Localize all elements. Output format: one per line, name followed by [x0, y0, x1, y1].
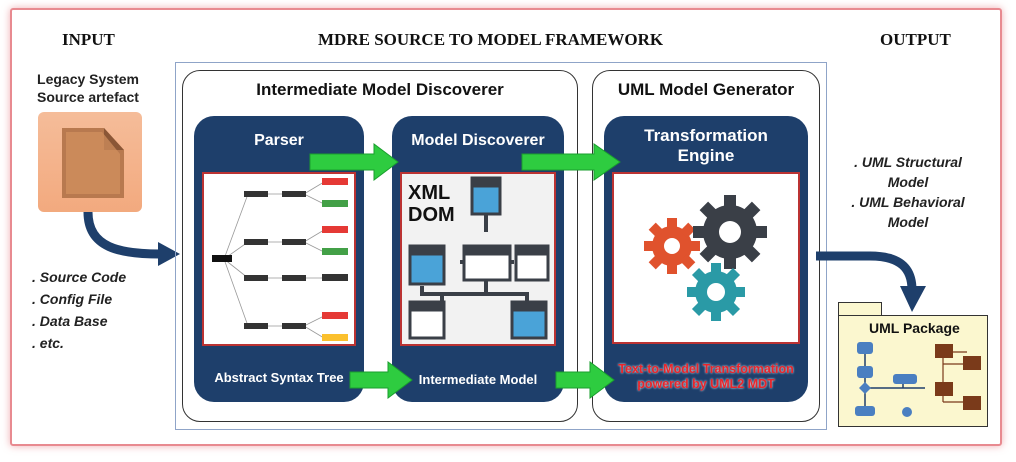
output-item: . UML Structural — [854, 154, 962, 170]
package-label: UML Package — [869, 320, 960, 336]
output-items: . UML Structural Model . UML Behavioral … — [842, 152, 974, 232]
artefact-label-line1: Legacy System — [37, 71, 139, 87]
parser-title: Parser — [254, 132, 304, 149]
document-icon — [38, 112, 142, 212]
transformation-note: Text-to-Model Transformation powered by … — [604, 362, 808, 392]
generator-title: UML Model Generator — [617, 80, 795, 99]
artefact-label: Legacy System Source artefact — [28, 70, 148, 106]
input-item: . Data Base — [32, 313, 108, 329]
transformation-note-line2: powered by UML2 MDT — [637, 377, 775, 391]
artefact-label-line2: Source artefact — [37, 89, 139, 105]
xml-dom-panel: XML DOM — [400, 172, 556, 346]
parser-footer: Abstract Syntax Tree — [214, 370, 344, 385]
model-discoverer-title: Model Discoverer — [411, 132, 545, 149]
output-item: Model — [887, 174, 929, 190]
package-tab — [838, 302, 882, 316]
engine-title-line2: Engine — [677, 146, 735, 165]
input-item: . Source Code — [32, 269, 127, 285]
output-item: . UML Behavioral — [851, 194, 965, 210]
discoverer-title: Intermediate Model Discoverer — [256, 80, 504, 99]
outer-frame — [10, 8, 1002, 446]
output-header: OUTPUT — [880, 30, 951, 49]
input-item: . etc. — [32, 335, 64, 351]
output-arrow — [816, 251, 917, 291]
output-item: Model — [887, 214, 929, 230]
transformation-note-line1: Text-to-Model Transformation — [618, 362, 794, 376]
framework-header: MDRE SOURCE TO MODEL FRAMEWORK — [318, 30, 664, 49]
input-header: INPUT — [62, 30, 115, 49]
input-item: . Config File — [32, 291, 113, 307]
engine-title-line1: Transformation — [644, 126, 768, 145]
gears-icon — [644, 195, 767, 321]
ast-panel — [202, 172, 356, 346]
model-discoverer-footer: Intermediate Model — [418, 372, 538, 387]
arrow-parser-to-discoverer — [309, 143, 399, 181]
framework-box — [175, 62, 827, 430]
engine-panel — [612, 172, 800, 344]
xml-dom-diagram — [408, 176, 550, 340]
xml-label: XML — [408, 182, 451, 204]
arrow-intermediate-to-note — [555, 361, 615, 399]
dom-label: DOM — [408, 204, 455, 226]
input-items: . Source Code . Config File . Data Base … — [32, 266, 126, 354]
arrow-ast-to-intermediate — [349, 361, 413, 399]
input-arrow — [83, 211, 180, 266]
arrow-discoverer-to-engine — [521, 143, 621, 181]
xml-dom-label: XML DOM — [408, 182, 455, 226]
package-diagram — [855, 342, 981, 417]
ast-tree-diagram — [212, 178, 348, 341]
uml-package: UML Package — [838, 315, 988, 427]
engine-title: Transformation Engine — [604, 126, 808, 166]
